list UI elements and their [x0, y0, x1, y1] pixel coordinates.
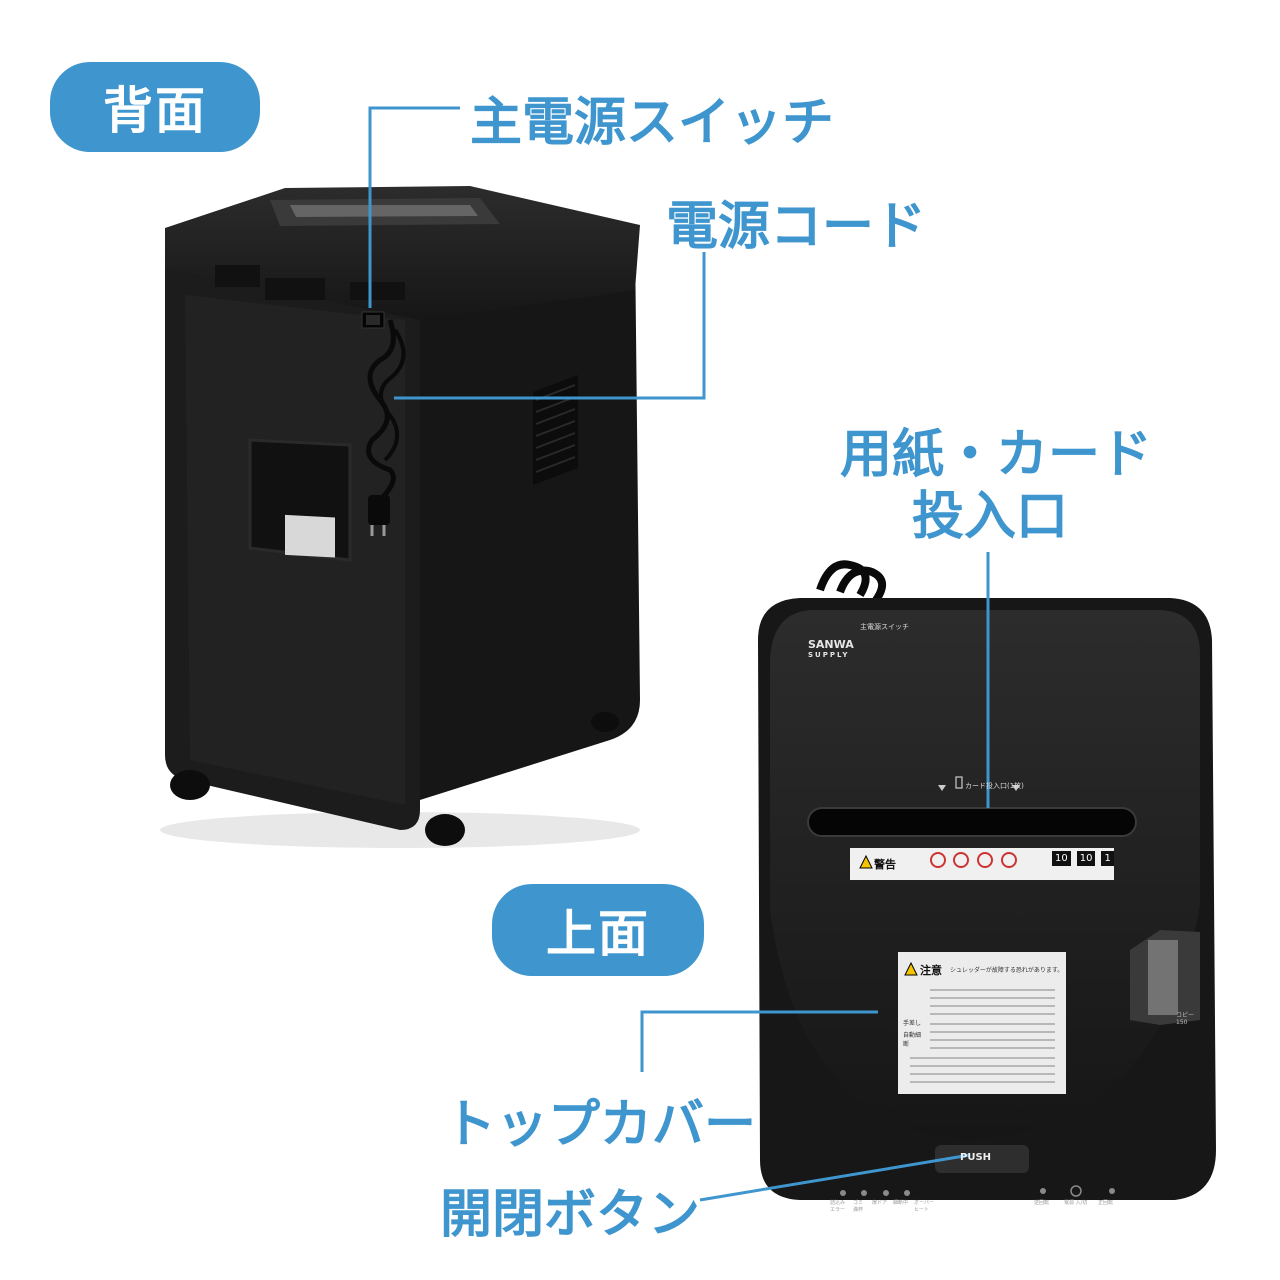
- shredder-back-view: [160, 186, 640, 848]
- control-panel-left: 詰込み エラー ゴミ 満杯 扉ドア 細断中 オーバー ヒート: [830, 1200, 934, 1214]
- callout-power-cord: 電源コード: [666, 197, 927, 257]
- push-button[interactable]: PUSH: [960, 1152, 992, 1163]
- callout-slot-line1: 用紙・カード: [840, 425, 1153, 485]
- spec-badges: 10 10 1: [1052, 851, 1114, 866]
- callout-main-power-switch: 主電源スイッチ: [470, 93, 835, 153]
- window-label: コピー 150: [1176, 1012, 1195, 1026]
- warning-sticker-title: 警告: [874, 858, 896, 871]
- panel-label-power[interactable]: 電源 入/切: [1064, 1200, 1088, 1206]
- panel-label-door: 扉ドア: [872, 1200, 888, 1206]
- panel-label-jam: 詰込み エラー: [830, 1200, 846, 1213]
- panel-label-overheat: オーバー ヒート: [914, 1200, 934, 1213]
- callout-top-cover: トップカバー: [444, 1095, 757, 1155]
- callout-slot: 用紙・カード 投入口: [840, 424, 1153, 548]
- badge-top: 上面: [492, 884, 704, 976]
- panel-label-bin-full: ゴミ 満杯: [853, 1200, 864, 1213]
- caution-row-auto: 自動細断: [903, 1032, 922, 1048]
- brand-logo: SANWA SUPPLY: [808, 638, 854, 659]
- callout-slot-line2: 投入口: [911, 487, 1068, 547]
- panel-label-shredding: 細断中: [893, 1200, 909, 1206]
- caution-sticker-note: シュレッダーが故障する恐れがあります。: [950, 967, 1064, 974]
- badge-back: 背面: [50, 62, 260, 152]
- control-panel-right: 逆回転 電源 入/切 正回転: [1034, 1200, 1118, 1207]
- shredder-top-view: [758, 560, 1216, 1200]
- callout-open-button: 開閉ボタン: [440, 1185, 701, 1245]
- card-slot-label: カード投入口(1枚): [965, 782, 1024, 790]
- panel-label-reverse[interactable]: 逆回転: [1034, 1200, 1050, 1206]
- leader-lines: [368, 106, 990, 1202]
- caution-row-manual: 手差し: [903, 1020, 922, 1027]
- caution-sticker-title: 注意: [920, 964, 942, 977]
- switch-marker-label: 主電源スイッチ: [860, 623, 909, 631]
- panel-label-forward[interactable]: 正回転: [1098, 1200, 1114, 1206]
